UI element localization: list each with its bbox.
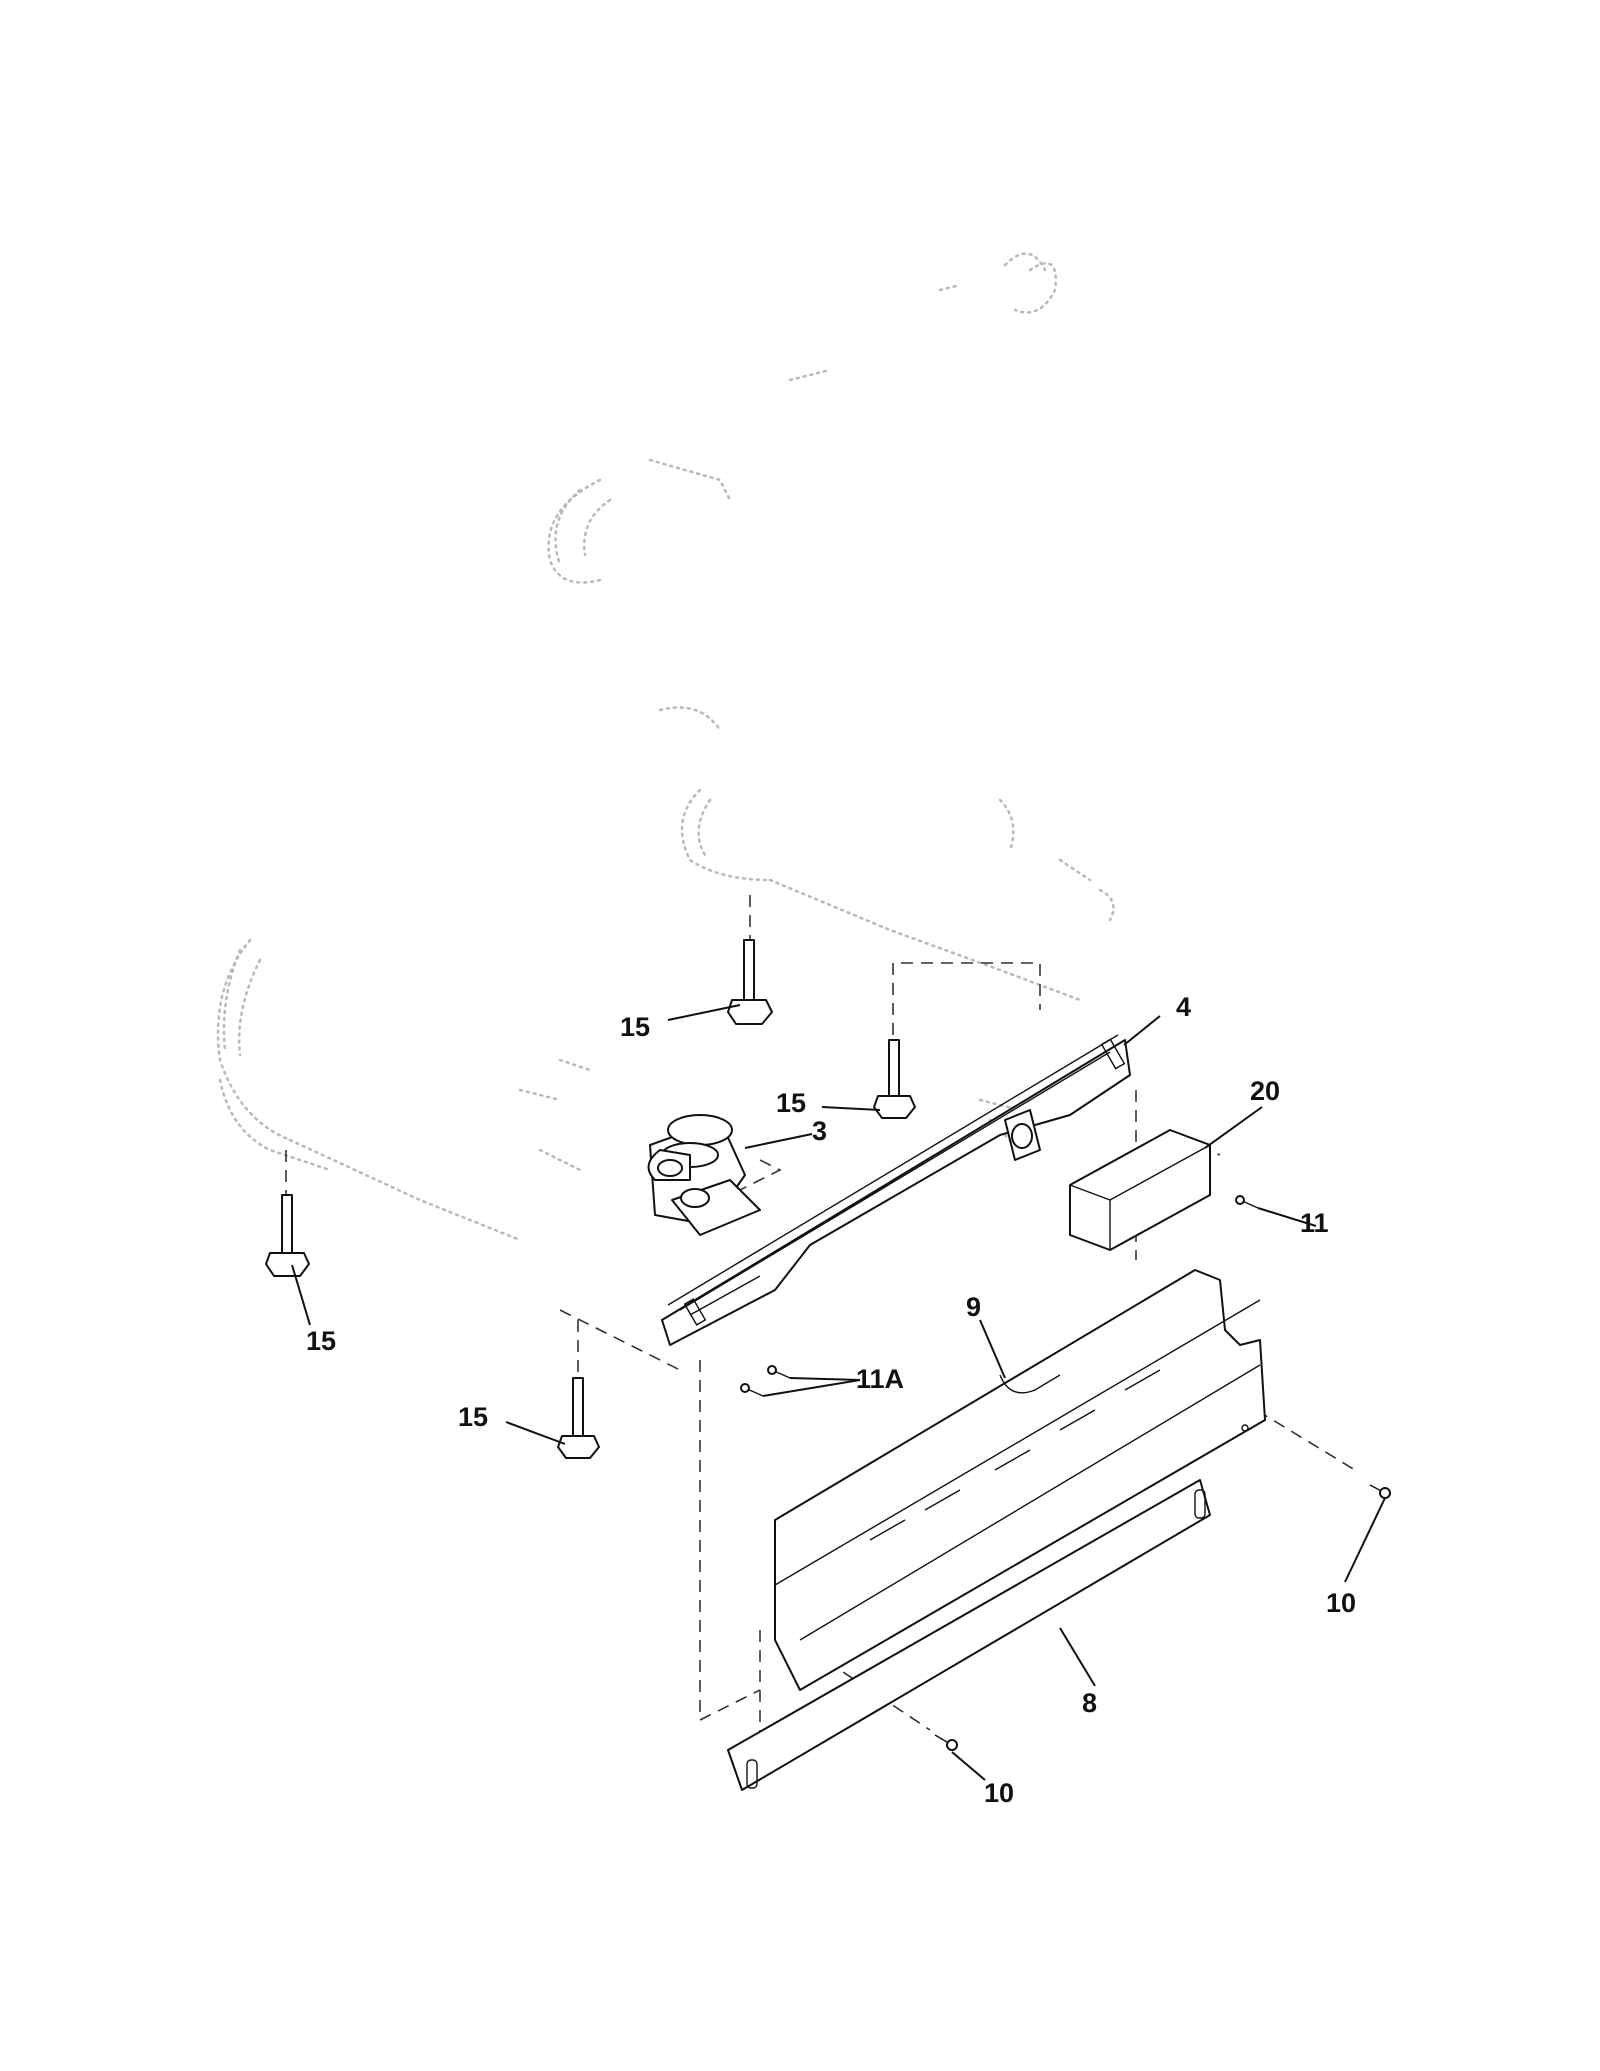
callout-20: 20 bbox=[1250, 1076, 1280, 1106]
leveling-leg-top bbox=[727, 939, 773, 1025]
callout-10-bottom: 10 bbox=[984, 1778, 1014, 1808]
screw-11a-upper bbox=[767, 1365, 791, 1379]
pressure-regulator bbox=[647, 1114, 761, 1236]
leveling-leg-middle bbox=[873, 1039, 916, 1119]
screw-10-bottom bbox=[934, 1734, 958, 1751]
screw-11 bbox=[1235, 1195, 1259, 1209]
callout-15-top: 15 bbox=[620, 1012, 650, 1042]
valve-cover bbox=[1069, 1129, 1211, 1251]
screw-11a-lower bbox=[740, 1383, 764, 1397]
manifold-bracket bbox=[661, 1034, 1131, 1346]
callout-3: 3 bbox=[812, 1116, 827, 1146]
screw-10-right bbox=[1369, 1484, 1391, 1499]
kick-panel bbox=[727, 1479, 1211, 1791]
callout-9: 9 bbox=[966, 1292, 981, 1322]
callout-15-bottom: 15 bbox=[458, 1402, 488, 1432]
leader-lines bbox=[291, 1004, 1386, 1781]
ghost-range-outline bbox=[216, 252, 1115, 1242]
callout-4: 4 bbox=[1176, 992, 1191, 1022]
callout-11: 11 bbox=[1300, 1208, 1329, 1238]
leveling-leg-left bbox=[265, 1194, 310, 1277]
callout-11a: 11A bbox=[856, 1364, 904, 1394]
callout-15-left: 15 bbox=[306, 1326, 336, 1356]
callout-labels: 15 15 15 15 3 4 20 11 11A 9 8 10 10 bbox=[306, 992, 1356, 1808]
callout-8: 8 bbox=[1082, 1688, 1097, 1718]
callout-10-right: 10 bbox=[1326, 1588, 1356, 1618]
callout-15-middle: 15 bbox=[776, 1088, 806, 1118]
leveling-leg-bottom bbox=[557, 1377, 600, 1459]
heat-shield bbox=[774, 1269, 1266, 1691]
